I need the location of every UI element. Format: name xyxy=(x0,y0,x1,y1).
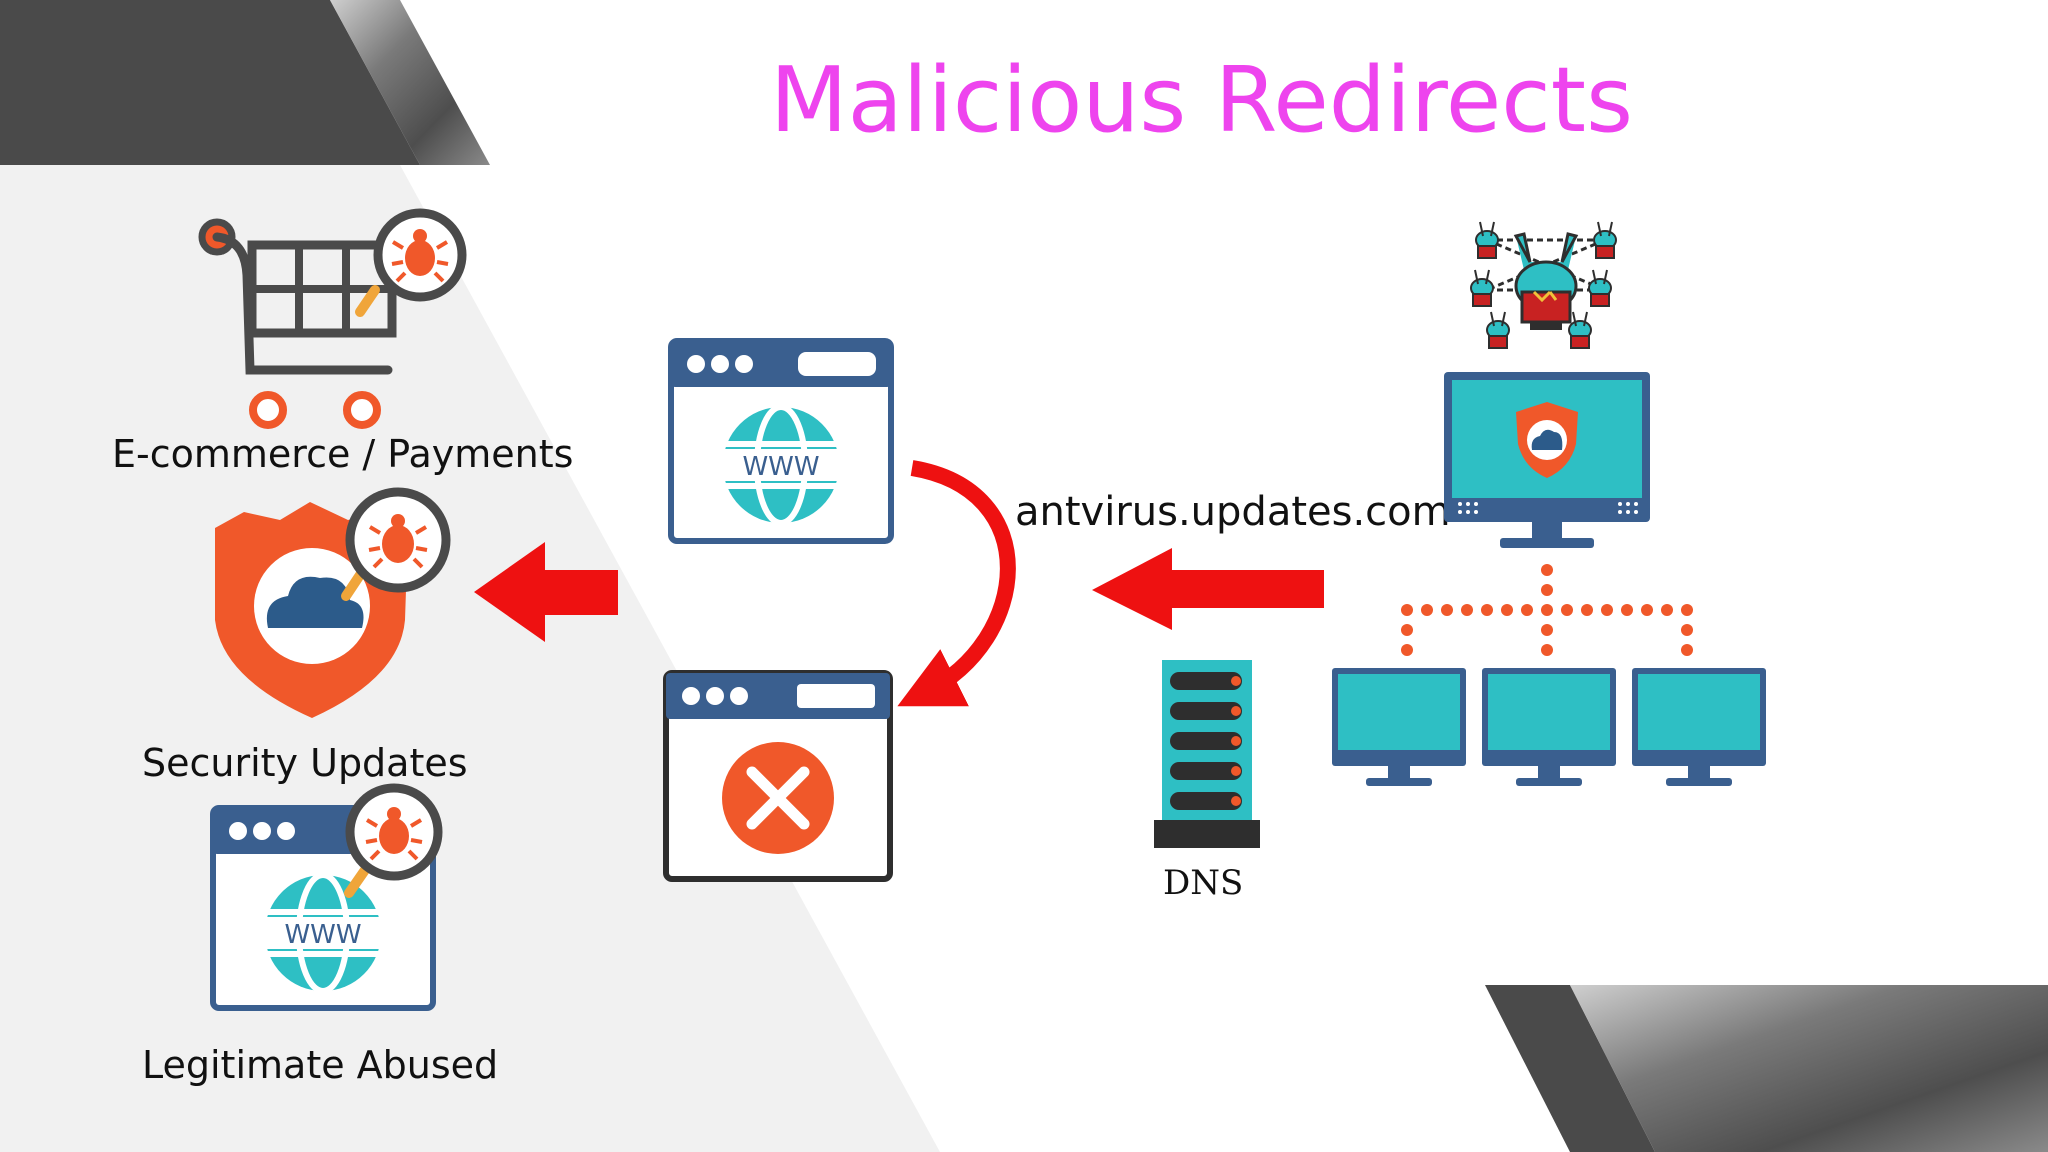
legit-browser-window: WWW xyxy=(668,338,894,544)
client-monitor-2 xyxy=(1482,668,1616,786)
redirect-arrow-left xyxy=(474,542,618,642)
dns-label: DNS xyxy=(1163,863,1243,903)
bottom-right-dark-band xyxy=(1485,985,1655,1152)
top-left-dark-band xyxy=(0,0,420,165)
infected-monitor-icon xyxy=(1444,372,1650,548)
attacker-bots-icon xyxy=(1470,221,1617,349)
shopping-cart-icon xyxy=(198,208,467,429)
bottom-right-stone-band xyxy=(1570,985,2048,1152)
error-x-icon xyxy=(722,742,834,854)
legitimate-abused-label: Legitimate Abused xyxy=(142,1043,498,1087)
dns-server-icon xyxy=(1154,660,1260,848)
network-connection-lines xyxy=(1401,564,1693,656)
page-title: Malicious Redirects xyxy=(770,48,1633,153)
www-globe-icon: WWW xyxy=(721,404,841,526)
ecommerce-label: E-commerce / Payments xyxy=(112,432,573,476)
website-icon: WWW xyxy=(210,783,443,1011)
security-updates-label: Security Updates xyxy=(142,741,468,785)
redirect-arrow-right xyxy=(1092,548,1324,630)
www-text: WWW xyxy=(284,920,361,950)
client-monitor-1 xyxy=(1332,668,1466,786)
client-monitor-3 xyxy=(1632,668,1766,786)
redirect-curve-arrow xyxy=(897,460,1016,707)
top-left-stone-band xyxy=(330,0,490,165)
malicious-domain-label: antvirus.updates.com xyxy=(1015,489,1451,535)
www-globe-icon: WWW xyxy=(263,872,383,994)
security-shield-icon xyxy=(215,487,451,718)
error-browser-window xyxy=(663,670,893,882)
background-diagonal-panel xyxy=(0,165,940,1152)
www-text: WWW xyxy=(742,452,819,482)
